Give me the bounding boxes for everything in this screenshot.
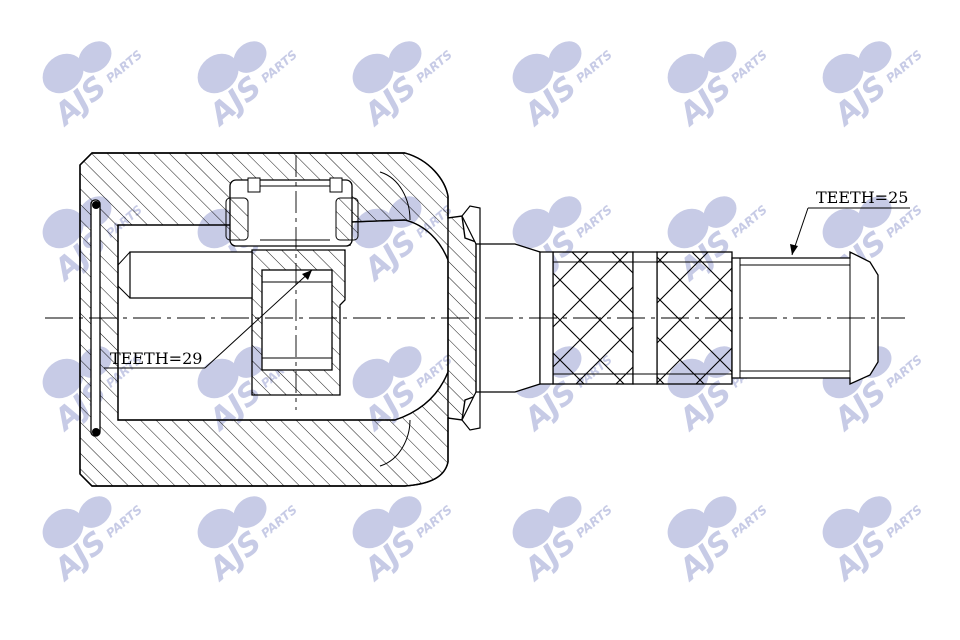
spline-bore xyxy=(261,269,333,371)
teeth-25-annotation: TEETH=25 xyxy=(790,188,910,256)
housing-outline xyxy=(79,152,449,487)
teeth-29-label: TEETH=29 xyxy=(110,349,202,368)
cavity-outline xyxy=(117,219,449,421)
tripod-spider xyxy=(117,177,359,396)
teeth-29-annotation: TEETH=29 xyxy=(104,269,313,369)
teeth-25-label: TEETH=25 xyxy=(816,188,908,207)
